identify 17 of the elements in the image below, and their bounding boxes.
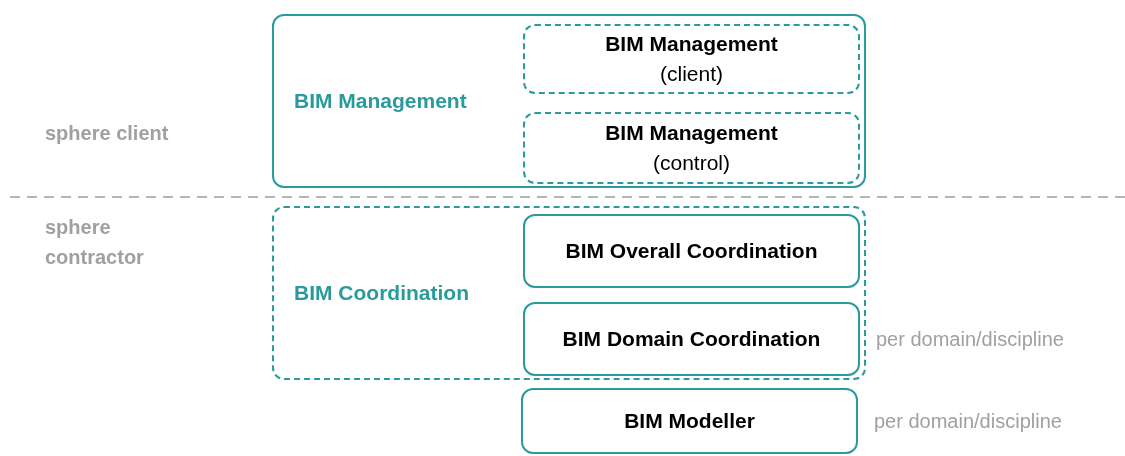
group-box — [272, 14, 866, 188]
role-title: BIM Domain Coordination — [562, 326, 821, 352]
sphere-label: sphere contractor — [45, 215, 145, 270]
role-box — [523, 24, 860, 94]
group-title: BIM Coordination — [294, 280, 469, 307]
role-box — [523, 112, 860, 184]
group-title: BIM Management — [294, 88, 467, 115]
role-title: BIM Management — [605, 31, 778, 57]
sphere-label: sphere client — [45, 121, 170, 146]
role-qualifier: (client) — [660, 61, 723, 87]
scope-note: per domain/discipline — [874, 409, 1062, 434]
scope-note: per domain/discipline — [876, 327, 1064, 352]
role-title: BIM Overall Coordination — [565, 238, 818, 264]
role-box — [523, 214, 860, 288]
role-qualifier: (control) — [653, 150, 730, 176]
role-title: BIM Modeller — [624, 408, 755, 434]
role-title: BIM Management — [605, 120, 778, 146]
